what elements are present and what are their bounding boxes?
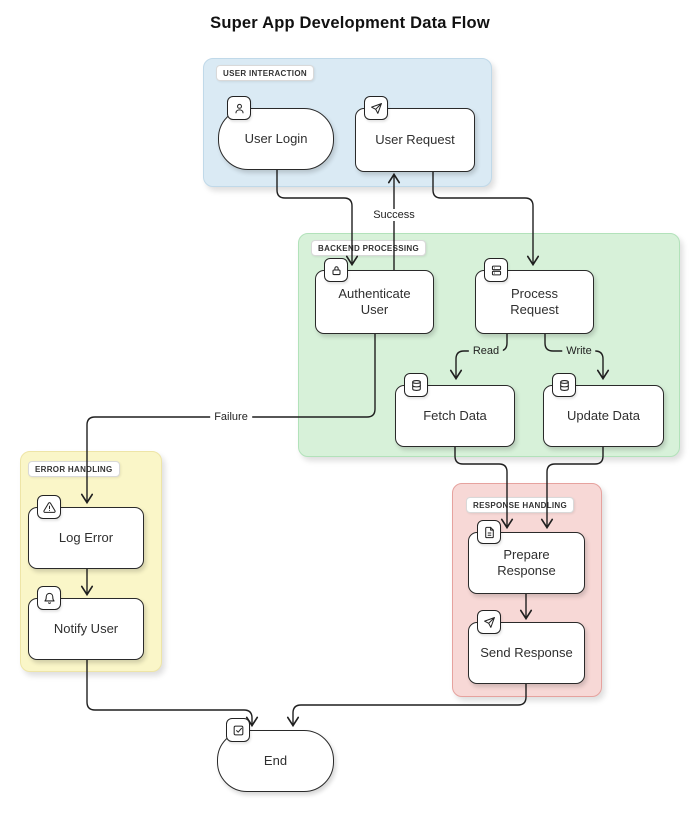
group-label-error-handling: ERROR HANDLING xyxy=(28,461,120,477)
edge-label-success: Success xyxy=(369,209,419,221)
edge-notify-to-end xyxy=(86,658,259,728)
edge-send-to-end xyxy=(286,682,527,728)
node-user-login: User Login xyxy=(218,96,334,170)
lock-icon xyxy=(324,258,348,282)
node-label: User Login xyxy=(244,130,308,146)
send-icon xyxy=(364,96,388,120)
node-label: User Request xyxy=(375,131,455,147)
node-label: Log Error xyxy=(58,529,114,545)
node-label: Fetch Data xyxy=(423,407,487,423)
edge-user-request-to-process xyxy=(432,170,540,267)
node-process-request: Process Request xyxy=(475,258,594,334)
node-send-response: Send Response xyxy=(468,610,585,684)
group-label-user-interaction: USER INTERACTION xyxy=(216,65,314,81)
bell-icon xyxy=(37,586,61,610)
node-label: Update Data xyxy=(567,407,640,423)
node-fetch-data: Fetch Data xyxy=(395,373,515,447)
user-icon xyxy=(227,96,251,120)
edge-user-login-to-authenticate xyxy=(276,168,359,267)
edge-fetch-to-prepare xyxy=(454,445,514,530)
file-text-icon xyxy=(477,520,501,544)
node-label: Prepare Response xyxy=(497,546,556,578)
database-icon xyxy=(404,373,428,397)
node-end: End xyxy=(217,718,334,792)
node-label: Process Request xyxy=(510,285,559,317)
edge-label-read: Read xyxy=(468,345,504,357)
alert-triangle-icon xyxy=(37,495,61,519)
check-square-icon xyxy=(226,718,250,742)
group-label-backend-processing: BACKEND PROCESSING xyxy=(311,240,426,256)
diagram-title: Super App Development Data Flow xyxy=(210,14,490,32)
node-log-error: Log Error xyxy=(28,495,144,569)
node-user-request: User Request xyxy=(355,96,475,172)
edge-label-failure: Failure xyxy=(210,411,252,423)
node-label: Send Response xyxy=(480,644,573,660)
edge-update-to-prepare xyxy=(540,445,604,530)
node-authenticate-user: Authenticate User xyxy=(315,258,434,334)
node-update-data: Update Data xyxy=(543,373,664,447)
node-prepare-response: Prepare Response xyxy=(468,520,585,594)
server-icon xyxy=(484,258,508,282)
node-label: Authenticate User xyxy=(338,285,411,317)
node-label: Notify User xyxy=(53,620,119,636)
node-label: End xyxy=(263,752,288,768)
send-icon xyxy=(477,610,501,634)
edge-label-write: Write xyxy=(562,345,596,357)
node-notify-user: Notify User xyxy=(28,586,144,660)
database-icon xyxy=(552,373,576,397)
